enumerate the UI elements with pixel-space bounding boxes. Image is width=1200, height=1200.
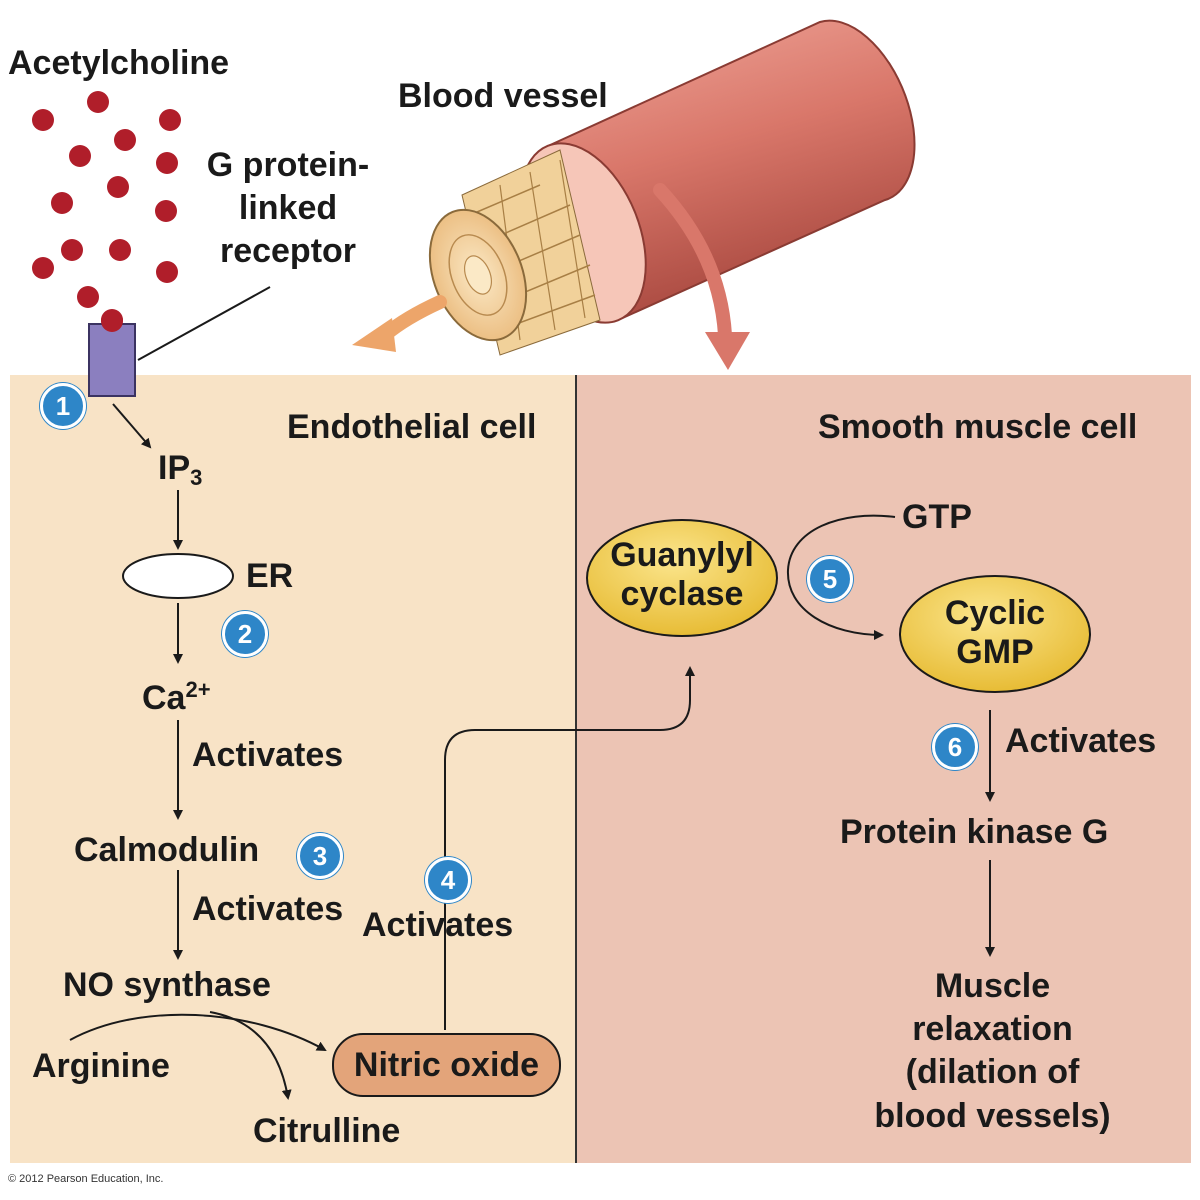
cyclic-gmp-label: Cyclic GMP xyxy=(944,594,1046,672)
endothelial-cell-label: Endothelial cell xyxy=(287,408,537,446)
receptor-shape xyxy=(88,323,136,397)
bound-acetylcholine xyxy=(101,310,123,332)
acetylcholine-molecules xyxy=(32,91,181,331)
ip3-label: IP3 xyxy=(158,449,203,490)
activates-label-6: Activates xyxy=(1005,722,1157,760)
receptor-label: G protein- linked receptor xyxy=(206,146,370,271)
arrow-to-smooth-muscle-head xyxy=(705,332,750,370)
endothelial-arrows xyxy=(69,403,695,1100)
activates-label-4: Activates xyxy=(362,906,514,944)
cyclic-gmp-shape xyxy=(899,575,1091,693)
muscle-relaxation-label: Muscle relaxation (dilation of blood ves… xyxy=(874,967,1111,1135)
gtp-label: GTP xyxy=(902,498,972,536)
er-shape xyxy=(122,553,234,599)
step-2-badge: 2 xyxy=(222,611,268,657)
step-4-badge: 4 xyxy=(425,857,471,903)
activates-label-1: Activates xyxy=(192,736,344,774)
smooth-muscle-arrows xyxy=(786,514,995,957)
protein-kinase-g-label: Protein kinase G xyxy=(840,813,1109,851)
step-1-badge: 1 xyxy=(40,383,86,429)
step-6-badge: 6 xyxy=(932,724,978,770)
guanylyl-cyclase-label: Guanylyl cyclase xyxy=(610,536,754,614)
citrulline-label: Citrulline xyxy=(253,1112,401,1150)
activates-label-2: Activates xyxy=(192,890,344,928)
blood-vessel-illustration xyxy=(428,19,916,356)
step-5-badge: 5 xyxy=(807,556,853,602)
nitric-oxide-label: Nitric oxide xyxy=(353,1046,540,1084)
smooth-muscle-cell-label: Smooth muscle cell xyxy=(818,408,1138,446)
calmodulin-label: Calmodulin xyxy=(74,831,260,869)
step-3-badge: 3 xyxy=(297,833,343,879)
nitric-oxide-shape xyxy=(332,1033,561,1097)
acetylcholine-label: Acetylcholine xyxy=(8,44,230,82)
arrow-to-smooth-muscle xyxy=(653,183,732,342)
endothelial-cell-region xyxy=(10,375,576,1163)
arginine-label: Arginine xyxy=(32,1047,170,1085)
smooth-muscle-cell-region xyxy=(576,375,1191,1163)
receptor-leader-line xyxy=(137,286,271,361)
copyright-notice: © 2012 Pearson Education, Inc. xyxy=(8,1173,164,1185)
guanylyl-cyclase-shape xyxy=(586,519,778,637)
arrow-to-endothelium-head xyxy=(352,318,396,352)
no-synthase-label: NO synthase xyxy=(63,966,271,1004)
er-label: ER xyxy=(246,557,294,595)
blood-vessel-label: Blood vessel xyxy=(398,77,608,115)
calcium-label: Ca2+ xyxy=(142,677,211,717)
